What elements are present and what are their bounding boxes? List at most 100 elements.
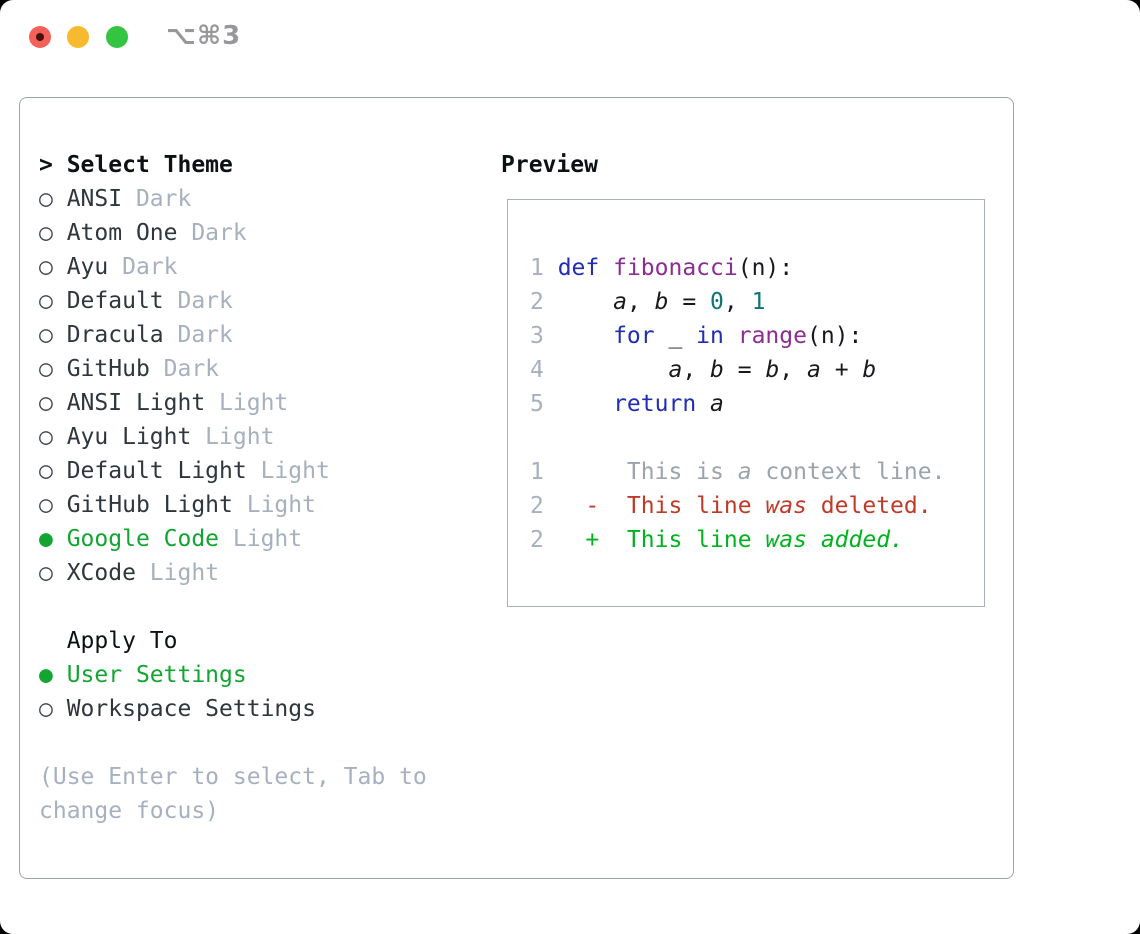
help-text-line: (Use Enter to select, Tab to <box>39 764 427 790</box>
preview-blank-line <box>530 421 984 455</box>
code-segment: a <box>710 391 724 417</box>
code-segment: 1 <box>751 289 766 315</box>
code-segment: fibonacci <box>613 255 738 281</box>
radio-icon: ○ <box>39 560 67 586</box>
theme-variant: Light <box>232 492 316 518</box>
spacer-row <box>39 726 427 760</box>
theme-option-default-dark[interactable]: ○ Default Dark <box>39 284 427 318</box>
theme-variant: Dark <box>122 186 192 212</box>
code-segment: was <box>765 493 807 519</box>
code-segment: a <box>807 357 821 383</box>
code-segment <box>696 391 710 417</box>
preview-line: 1 This is a context line. <box>530 455 984 489</box>
theme-name: Atom One <box>66 220 178 246</box>
radio-icon: ○ <box>39 424 67 450</box>
code-segment: deleted. <box>806 493 932 519</box>
radio-icon: ○ <box>39 356 67 382</box>
theme-variant: Light <box>246 458 330 484</box>
apply-option-user-settings[interactable]: ● User Settings <box>39 658 427 692</box>
preview-line: 2 + This line was added. <box>530 523 984 557</box>
titlebar: ⌥⌘3 <box>0 0 1140 72</box>
theme-option-github-light-light[interactable]: ○ GitHub Light Light <box>39 488 427 522</box>
theme-name: Google Code <box>66 526 220 552</box>
code-segment: in <box>696 323 724 349</box>
radio-icon: ○ <box>39 220 67 246</box>
focus-prompt-icon: > <box>39 152 67 178</box>
code-segment: , <box>723 289 752 315</box>
code-segment: b <box>862 357 877 383</box>
code-segment: + <box>820 357 863 383</box>
code-segment: added. <box>820 527 904 553</box>
theme-variant: Dark <box>149 356 220 382</box>
line-number: 2 <box>530 289 544 315</box>
radio-icon: ○ <box>39 288 67 314</box>
code-segment <box>724 323 738 349</box>
code-segment: + This line <box>557 527 766 553</box>
code-segment: b <box>654 289 669 315</box>
theme-name: GitHub Light <box>66 492 233 518</box>
theme-list-column: > Select Theme○ ANSI Dark○ Atom One Dark… <box>39 148 427 828</box>
select-theme-heading: > Select Theme <box>39 148 427 182</box>
code-segment: , <box>779 357 807 383</box>
apply-option-label: Workspace Settings <box>66 696 316 722</box>
theme-name: ANSI Light <box>66 390 206 416</box>
line-number: 4 <box>530 357 544 383</box>
radio-icon: ● <box>39 662 67 688</box>
code-segment: context line. <box>751 459 946 485</box>
theme-name: Default Light <box>66 458 247 484</box>
theme-name: Dracula <box>66 322 164 348</box>
line-number: 1 <box>530 255 544 281</box>
code-segment: b <box>710 357 724 383</box>
line-number: 1 <box>530 459 544 485</box>
apply-to-heading-label: Apply To <box>66 628 178 654</box>
theme-name: XCode <box>66 560 136 586</box>
theme-variant: Light <box>135 560 220 586</box>
theme-picker-dialog: > Select Theme○ ANSI Dark○ Atom One Dark… <box>19 97 1014 879</box>
code-segment: = <box>723 357 766 383</box>
theme-option-xcode-light[interactable]: ○ XCode Light <box>39 556 427 590</box>
close-button[interactable] <box>29 26 51 48</box>
theme-option-atom-one-dark[interactable]: ○ Atom One Dark <box>39 216 427 250</box>
code-segment: for <box>613 323 655 349</box>
theme-option-ansi-light-light[interactable]: ○ ANSI Light Light <box>39 386 427 420</box>
radio-icon: ○ <box>39 390 67 416</box>
code-segment <box>558 289 613 315</box>
zoom-button[interactable] <box>106 26 128 48</box>
indent <box>39 628 67 654</box>
theme-option-default-light-light[interactable]: ○ Default Light Light <box>39 454 427 488</box>
theme-variant: Light <box>191 424 275 450</box>
apply-option-workspace-settings[interactable]: ○ Workspace Settings <box>39 692 427 726</box>
code-segment: (n): <box>806 323 863 349</box>
theme-option-ansi-dark[interactable]: ○ ANSI Dark <box>39 182 427 216</box>
code-segment: a <box>668 357 683 383</box>
apply-option-label: User Settings <box>66 662 247 688</box>
theme-option-ayu-light-light[interactable]: ○ Ayu Light Light <box>39 420 427 454</box>
theme-option-ayu-dark[interactable]: ○ Ayu Dark <box>39 250 427 284</box>
code-segment: (n): <box>737 255 794 281</box>
preview-line: 2 - This line was deleted. <box>530 489 984 523</box>
code-segment <box>558 323 613 349</box>
minimize-button[interactable] <box>67 26 89 48</box>
help-text-line: change focus) <box>39 798 220 824</box>
radio-icon: ○ <box>39 322 67 348</box>
code-segment: b <box>765 357 780 383</box>
preview-line: 3 for _ in range(n): <box>530 319 984 353</box>
theme-name: ANSI <box>66 186 123 212</box>
code-segment: _ <box>654 323 697 349</box>
line-number: 3 <box>530 323 544 349</box>
radio-icon: ○ <box>39 186 67 212</box>
radio-icon: ● <box>39 526 67 552</box>
theme-variant: Dark <box>163 322 233 348</box>
code-segment: 0 <box>710 289 724 315</box>
code-segment: a <box>737 459 752 485</box>
theme-option-google-code-light[interactable]: ● Google Code Light <box>39 522 427 556</box>
code-segment <box>807 527 821 553</box>
theme-option-dracula-dark[interactable]: ○ Dracula Dark <box>39 318 427 352</box>
apply-to-heading: Apply To <box>39 624 427 658</box>
theme-option-github-dark[interactable]: ○ GitHub Dark <box>39 352 427 386</box>
radio-icon: ○ <box>39 492 67 518</box>
code-segment: a <box>613 289 627 315</box>
